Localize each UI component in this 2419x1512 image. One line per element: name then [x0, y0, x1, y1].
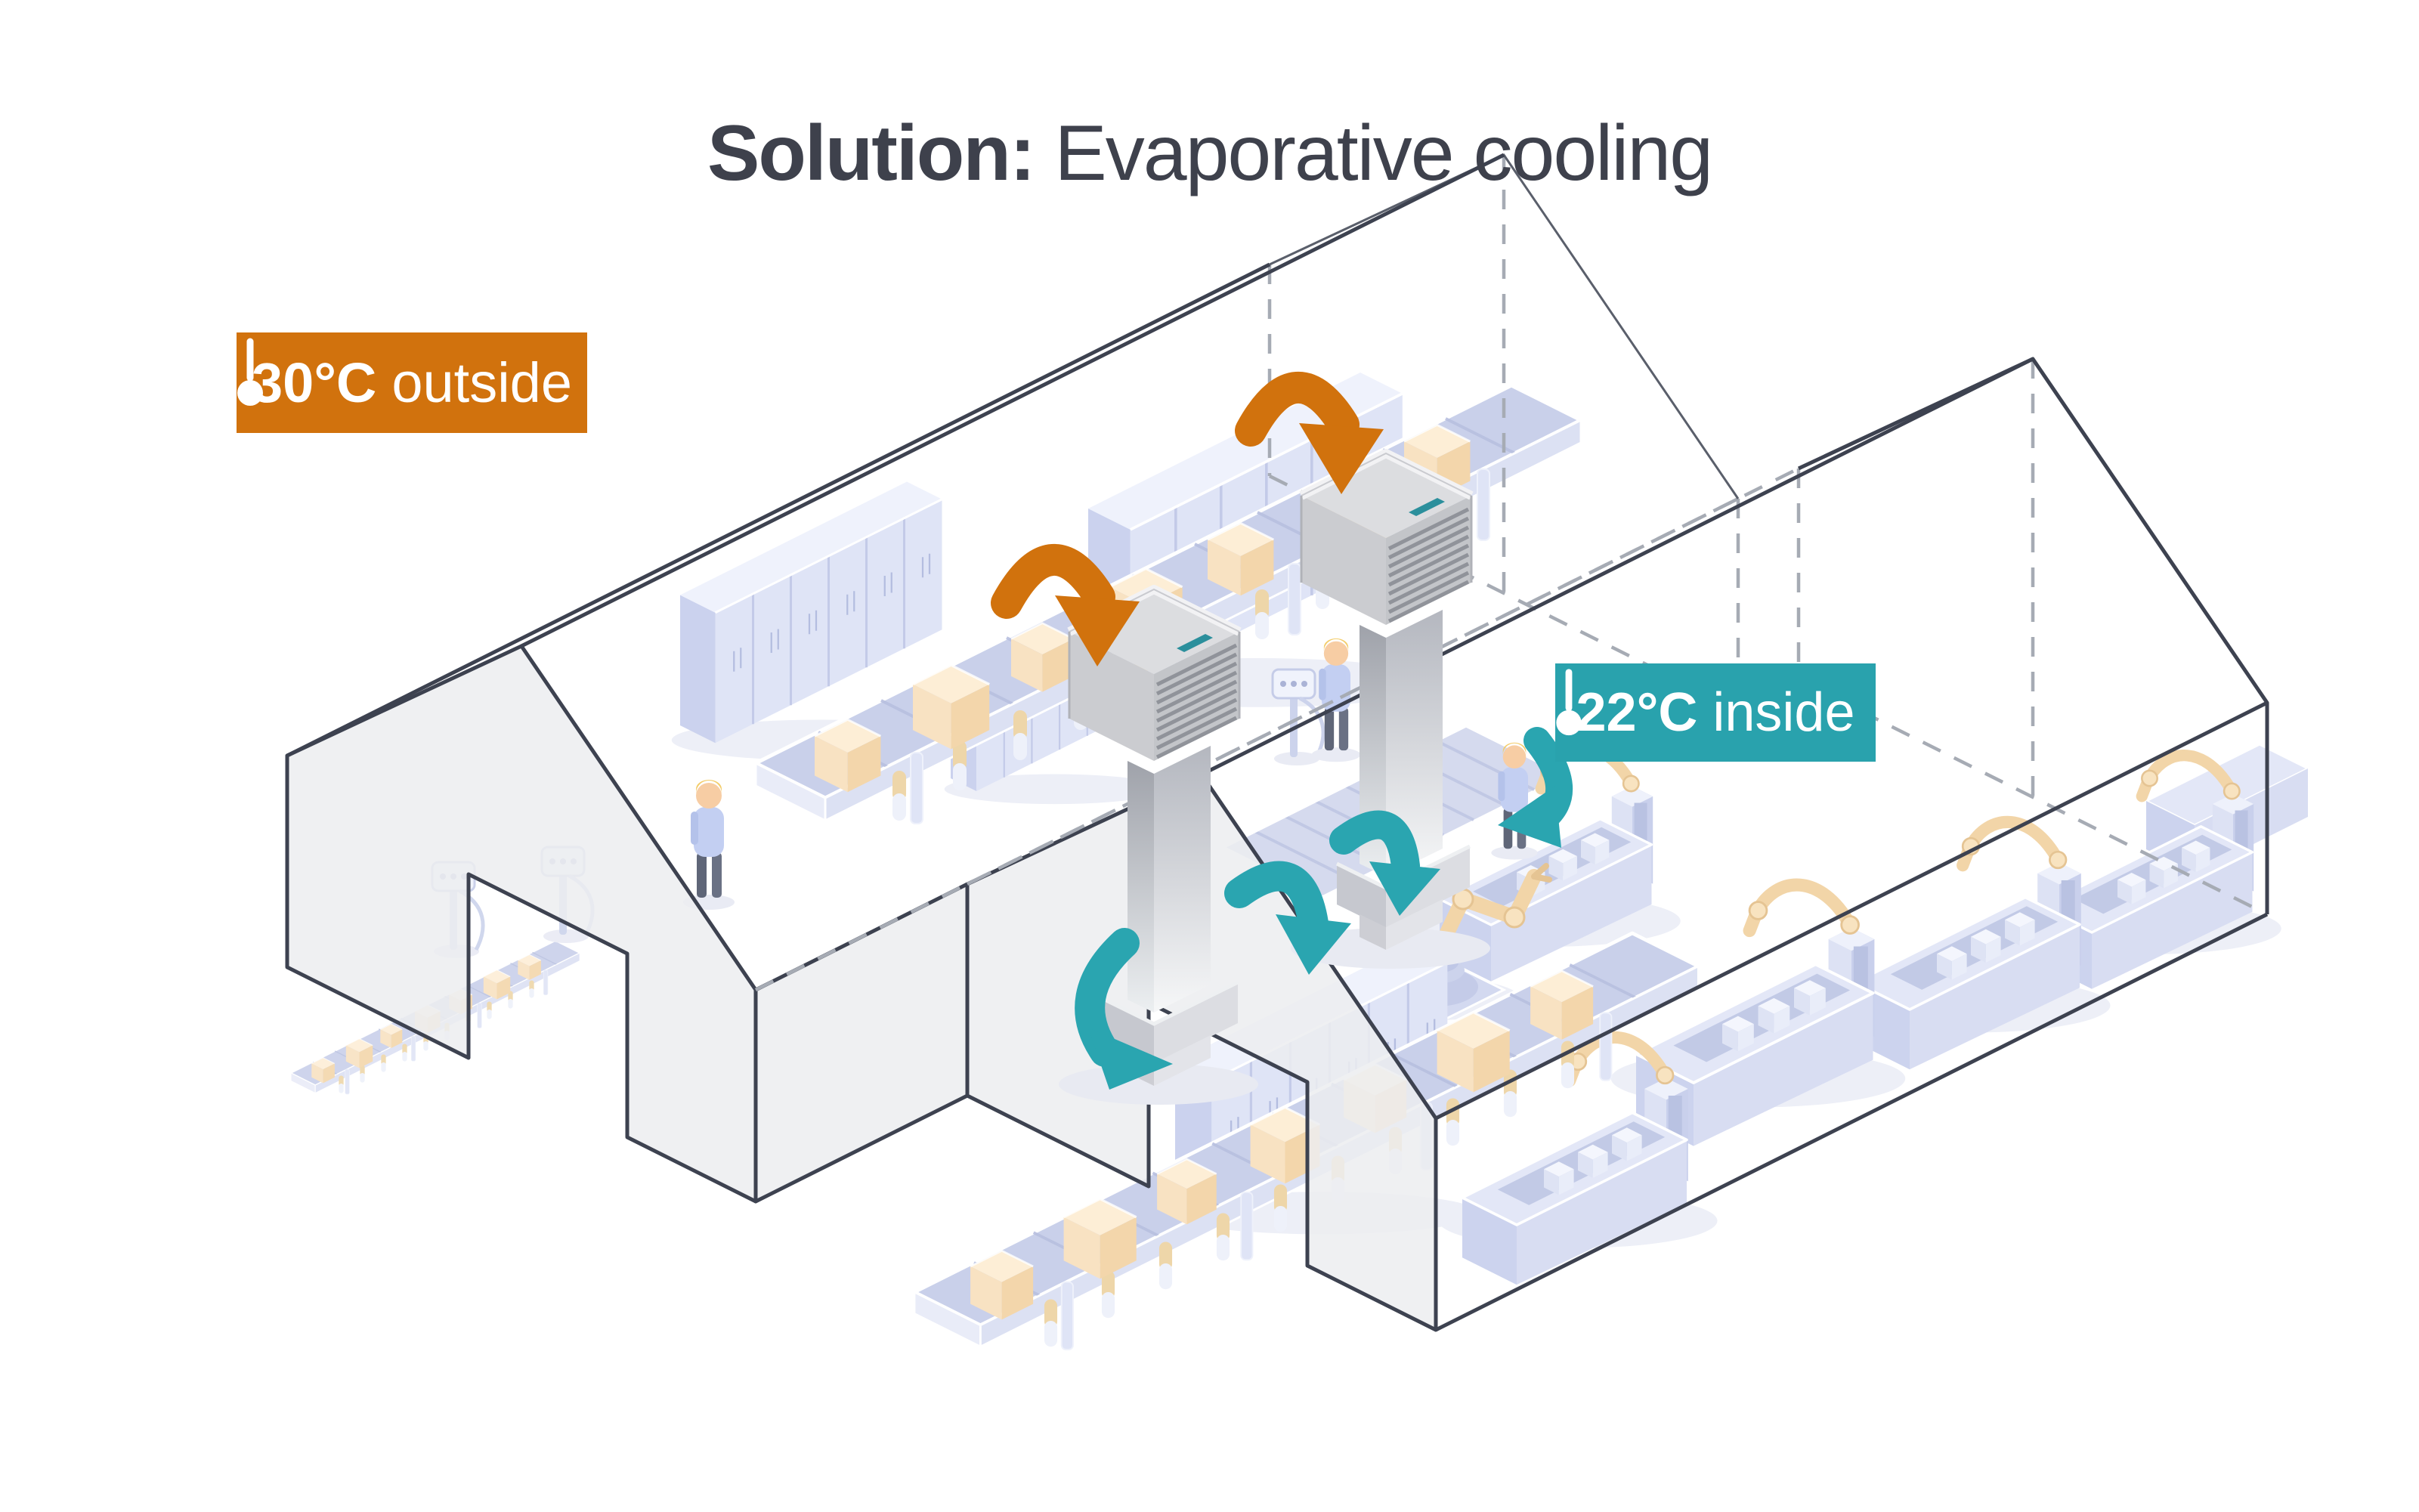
- warm-air-arrow-1: [991, 544, 1140, 666]
- warm-air-arrow-2: [1235, 372, 1384, 494]
- valley-side-wall: [753, 882, 970, 1204]
- outside-temperature-label: outside: [391, 351, 572, 414]
- thermometer-icon: [1556, 669, 1582, 736]
- ridge-1: [520, 153, 1505, 648]
- inside-temperature-value: 22°C: [1576, 682, 1698, 743]
- inside-temperature-label: inside: [1712, 682, 1855, 743]
- title-prefix: Solution:: [707, 110, 1036, 197]
- outside-temperature-badge: 30°C outside: [237, 332, 587, 433]
- ridge-2: [1200, 357, 2034, 777]
- cool-air-arrow-3: [1329, 810, 1440, 916]
- front-eave: [1434, 700, 2269, 1121]
- outside-temperature-value: 30°C: [252, 351, 377, 414]
- cool-air-arrow-1: [1075, 928, 1173, 1090]
- shed1-end-wall: [285, 644, 758, 1204]
- front-floor-edge: [1434, 912, 2269, 1332]
- back-eave: [286, 262, 1271, 758]
- worker: [683, 780, 735, 910]
- warm-air-arrows: [991, 372, 1384, 666]
- cool-air-arrow-2: [1224, 861, 1351, 975]
- page-title: Solution: Evaporative cooling: [0, 110, 2419, 196]
- cool-air-arrows: [1075, 727, 1573, 1090]
- shed2-far-gable: [1797, 357, 2269, 914]
- thermometer-icon: [237, 338, 263, 406]
- cool-air-arrow-4: [1498, 727, 1573, 848]
- title-rest: Evaporative cooling: [1034, 110, 1713, 197]
- far-floor-shed2-hidden: [1797, 678, 2269, 917]
- inside-temperature-badge: 22°C inside: [1555, 663, 1876, 762]
